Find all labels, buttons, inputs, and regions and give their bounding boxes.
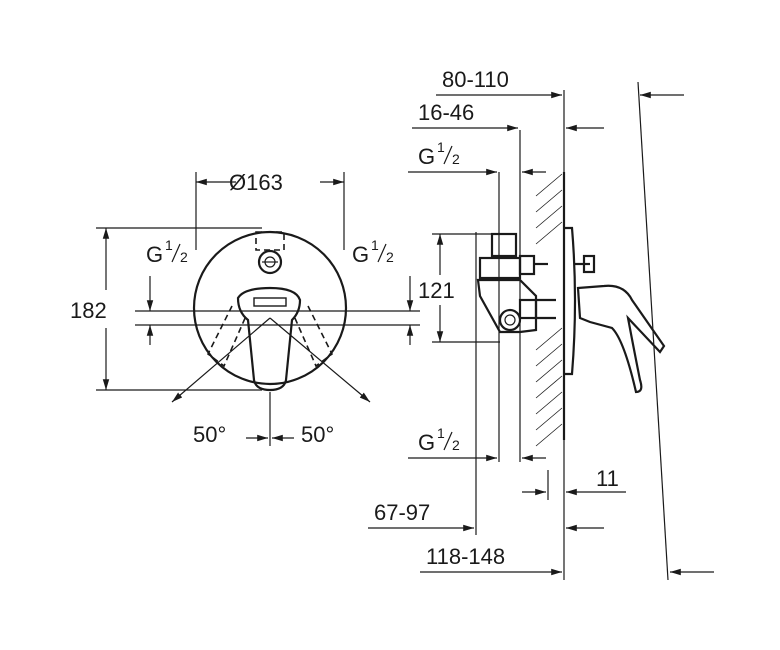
diameter-label: Ø163 (229, 170, 283, 195)
svg-text:2: 2 (452, 437, 460, 453)
front-view: Ø163 182 G 1 2 G 1 2 (70, 170, 420, 447)
svg-text:2: 2 (452, 151, 460, 167)
valve-body (476, 232, 556, 334)
svg-text:2: 2 (386, 249, 394, 265)
svg-text:1: 1 (165, 237, 173, 253)
svg-text:G: G (418, 144, 435, 169)
dim-118-148: 118-148 (426, 544, 505, 569)
dim-80-110: 80-110 (442, 67, 509, 92)
svg-text:1: 1 (371, 237, 379, 253)
wall-hatching (535, 173, 563, 447)
escutcheon-side (564, 226, 577, 376)
dim-11: 11 (596, 466, 619, 491)
svg-text:1: 1 (437, 139, 445, 155)
svg-text:G: G (352, 242, 369, 267)
svg-text:2: 2 (180, 249, 188, 265)
dim-67-97: 67-97 (374, 500, 430, 525)
dim-121: 121 (418, 278, 455, 303)
svg-text:1: 1 (437, 425, 445, 441)
svg-text:G: G (418, 430, 435, 455)
angle-left-label: 50° (193, 422, 226, 447)
thread-label-right: G 1 2 (352, 237, 394, 267)
svg-text:G: G (146, 242, 163, 267)
height-182-label: 182 (70, 298, 107, 323)
lever-side (576, 284, 666, 394)
thread-label-left: G 1 2 (146, 237, 188, 267)
thread-label-bottom: G 1 2 (418, 425, 460, 455)
diverter-housing (255, 231, 285, 251)
thread-label-top: G 1 2 (418, 139, 460, 169)
side-view: 80-110 16-46 G 1 2 121 (368, 67, 714, 581)
diverter-knob (257, 249, 283, 275)
angle-right-label: 50° (301, 422, 334, 447)
lever-handle (236, 286, 302, 392)
dim-16-46: 16-46 (418, 100, 474, 125)
